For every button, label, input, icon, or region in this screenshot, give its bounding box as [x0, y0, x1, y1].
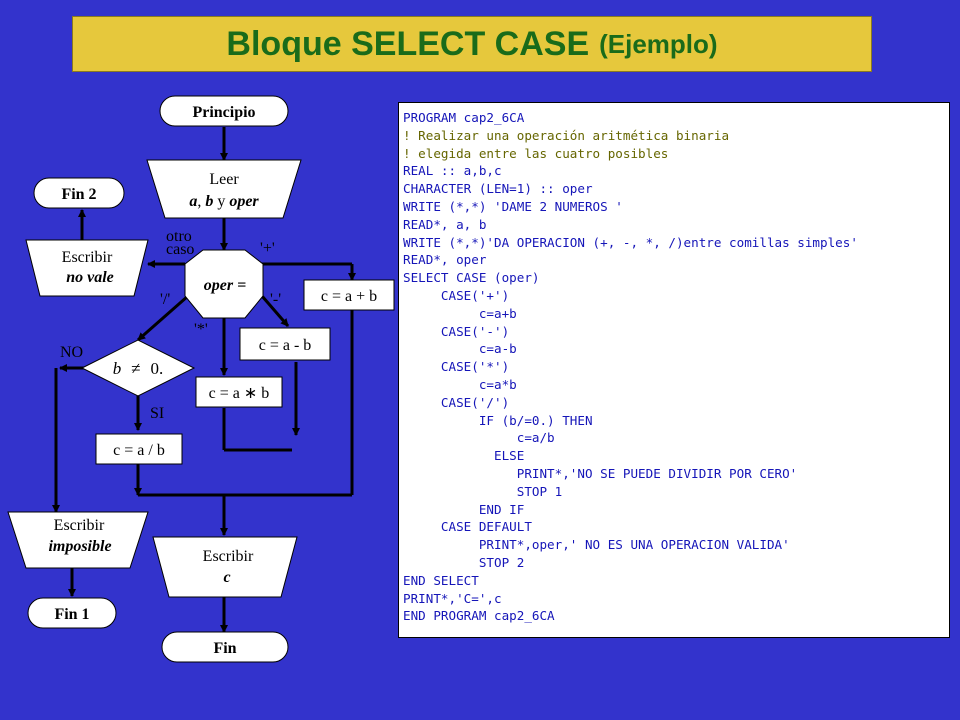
start-label: Principio — [192, 104, 255, 121]
write-invalid-block: Escribir no vale — [25, 239, 149, 297]
otro-label: otro — [166, 228, 192, 245]
code-line: c=a*b — [403, 376, 517, 392]
subtract-label: c = a - b — [259, 337, 312, 354]
page-subtitle: (Ejemplo) — [599, 28, 718, 59]
code-line: WRITE (*,*) 'DAME 2 NUMEROS ' — [403, 198, 623, 214]
code-line: WRITE (*,*)'DA OPERACION (+, -, *, /)ent… — [403, 234, 858, 250]
caso-label: caso — [166, 241, 194, 258]
code-line: PRINT*,'C=',c — [403, 590, 502, 606]
code-line: CASE DEFAULT — [403, 519, 532, 535]
code-line: IF (b/=0.) THEN — [403, 412, 593, 428]
code-line: READ*, oper — [403, 252, 487, 268]
code-line: END SELECT — [403, 572, 479, 588]
write-invalid-label-1: Escribir — [62, 249, 113, 266]
oper-decision: oper = — [184, 249, 264, 319]
read-label: Leer — [209, 171, 239, 188]
fortran-code-panel: PROGRAM cap2_6CA ! Realizar una operación… — [398, 102, 950, 638]
divisor-check-decision: b≠0. — [80, 339, 196, 397]
code-line: ! Realizar una operación aritmética bina… — [403, 127, 730, 143]
write-impossible-label-1: Escribir — [54, 517, 105, 534]
code-line: c=a/b — [403, 430, 555, 446]
case-mult-label: '*' — [194, 321, 208, 338]
write-invalid-label-2: no vale — [66, 269, 114, 286]
si-label: SI — [150, 405, 164, 422]
write-result-block: Escribir c — [152, 536, 298, 598]
code-line: c=a+b — [403, 305, 517, 321]
end-label: Fin — [213, 640, 236, 657]
code-line: ! elegida entre las cuatro posibles — [403, 145, 669, 161]
flow-connectors — [52, 127, 356, 633]
sum-block: c = a + b — [303, 279, 395, 311]
no-label: NO — [60, 344, 83, 361]
case-minus-label: '-' — [270, 291, 281, 308]
code-line: CASE('-') — [403, 323, 510, 339]
code-line: REAL :: a,b,c — [403, 163, 502, 179]
multiply-block: c = a ∗ b — [195, 376, 283, 408]
code-line: ELSE — [403, 448, 525, 464]
end-terminal-2: Fin 2 — [33, 177, 125, 209]
code-line: PRINT*,'NO SE PUEDE DIVIDIR POR CERO' — [403, 465, 798, 481]
page-title: Bloque SELECT CASE — [226, 24, 590, 63]
code-line: READ*, a, b — [403, 216, 487, 232]
code-line: END IF — [403, 501, 525, 517]
write-result-label-1: Escribir — [203, 548, 254, 565]
oper-decision-label: oper = — [204, 277, 246, 294]
divisor-check-label: b≠0. — [113, 359, 164, 378]
end-terminal-1: Fin 1 — [27, 597, 117, 629]
flowchart: Principio Leer a, b y oper oper = otro c… — [7, 95, 395, 663]
divide-block: c = a / b — [95, 433, 183, 465]
end-2-label: Fin 2 — [61, 186, 96, 203]
write-result-label-2: c — [223, 569, 230, 586]
subtract-block: c = a - b — [239, 327, 331, 361]
code-line: SELECT CASE (oper) — [403, 270, 540, 286]
end-terminal: Fin — [161, 631, 289, 663]
write-impossible-label-2: imposible — [48, 538, 111, 555]
code-lines: PROGRAM cap2_6CA ! Realizar una operación… — [403, 109, 945, 625]
read-input-block: Leer a, b y oper — [146, 159, 302, 219]
code-line: END PROGRAM cap2_6CA — [403, 608, 555, 624]
case-div-label: '/' — [160, 291, 170, 308]
multiply-label: c = a ∗ b — [209, 385, 270, 402]
code-line: STOP 2 — [403, 554, 525, 570]
title-banner: Bloque SELECT CASE (Ejemplo) — [72, 16, 872, 72]
code-line: STOP 1 — [403, 483, 563, 499]
code-line: CHARACTER (LEN=1) :: oper — [403, 181, 593, 197]
divide-label: c = a / b — [113, 442, 165, 459]
write-impossible-block: Escribir imposible — [7, 511, 149, 569]
code-line: CASE('+') — [403, 287, 510, 303]
code-line: PROGRAM cap2_6CA — [403, 110, 525, 125]
code-line: PRINT*,oper,' NO ES UNA OPERACION VALIDA… — [403, 537, 790, 553]
code-line: CASE('/') — [403, 394, 510, 410]
end-1-label: Fin 1 — [54, 606, 89, 623]
code-line: CASE('*') — [403, 359, 510, 375]
start-terminal: Principio — [159, 95, 289, 127]
read-vars: a, b y oper — [189, 193, 259, 210]
code-line: c=a-b — [403, 341, 517, 357]
sum-label: c = a + b — [321, 288, 377, 305]
case-plus-label: '+' — [260, 240, 275, 257]
